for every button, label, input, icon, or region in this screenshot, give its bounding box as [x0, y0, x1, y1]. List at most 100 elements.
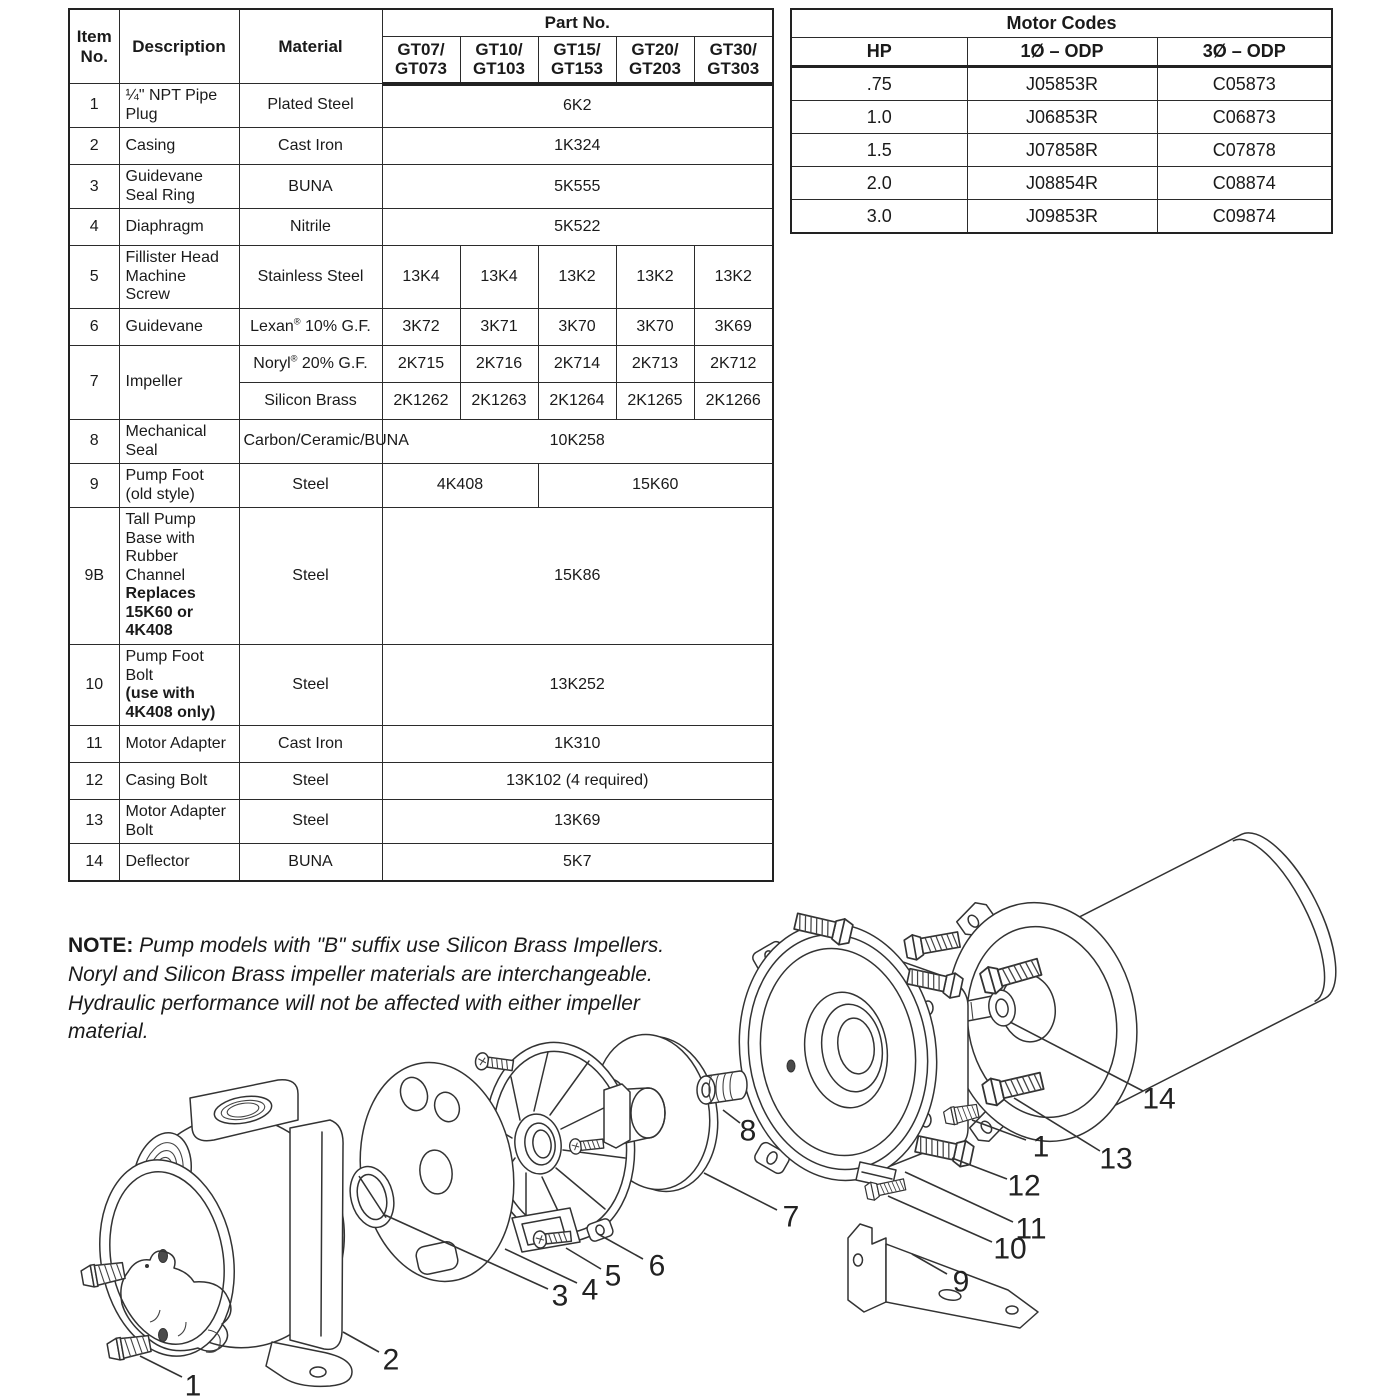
col-header-model: GT20/ GT203	[615, 35, 695, 86]
leader-line	[911, 1253, 948, 1275]
leader-line	[971, 1119, 1027, 1141]
note-paragraph: NOTE: Pump models with "B" suffix use Si…	[68, 932, 716, 1047]
part-no-cell: 2K716	[459, 344, 539, 383]
item-no-cell: 1	[68, 83, 120, 129]
part-no-cell: 15K60	[537, 463, 774, 509]
three-phase-code-cell: C05873	[1156, 66, 1333, 101]
callout-label: 2	[383, 1344, 400, 1377]
description-cell: Motor Adapter Bolt	[118, 799, 240, 845]
description-cell: ¼" NPT Pipe Plug	[118, 83, 240, 129]
material-cell: Cast Iron	[238, 127, 383, 166]
item-no-cell: 12	[68, 762, 120, 801]
guidevane	[484, 1041, 666, 1253]
item-no-cell: 9	[68, 463, 120, 509]
diaphragm	[359, 1061, 515, 1283]
item-no-cell: 13	[68, 799, 120, 845]
description-cell: Mechanical Seal	[118, 418, 240, 465]
material-cell: Steel	[238, 507, 383, 645]
part-no-cell: 13K2	[537, 245, 617, 309]
part-no-cell: 13K102 (4 required)	[381, 762, 774, 801]
item-no-cell: 6	[68, 307, 120, 346]
part-no-cell: 3K69	[693, 307, 774, 346]
leader-line	[597, 1233, 644, 1260]
item-no-cell: 3	[68, 164, 120, 210]
col-header-model: GT10/ GT103	[459, 35, 539, 86]
description-cell: Impeller	[118, 344, 240, 420]
hp-cell: 2.0	[790, 166, 968, 200]
material-cell: BUNA	[238, 843, 383, 882]
material-cell: Steel	[238, 463, 383, 509]
part-no-cell: 3K71	[459, 307, 539, 346]
note-text: Pump models with "B" suffix use Silicon …	[68, 934, 665, 1044]
leader-line	[722, 1109, 741, 1124]
part-no-cell: 2K714	[537, 344, 617, 383]
item-no-cell: 4	[68, 208, 120, 247]
part-no-cell: 2K1264	[537, 381, 617, 420]
pump-casing	[99, 1079, 353, 1388]
callout-label: 5	[605, 1260, 622, 1293]
part-no-cell: 13K2	[693, 245, 774, 309]
description-cell: Diaphragm	[118, 208, 240, 247]
motor-codes-title: Motor Codes	[790, 8, 1333, 38]
three-phase-code-cell: C08874	[1156, 166, 1333, 200]
material-cell: Stainless Steel	[238, 245, 383, 309]
part-no-cell: 2K1265	[615, 381, 695, 420]
hp-cell: .75	[790, 66, 968, 101]
material-cell: BUNA	[238, 164, 383, 210]
three-phase-code-cell: C09874	[1156, 199, 1333, 234]
callout-label: 4	[582, 1274, 599, 1307]
part-no-cell: 13K69	[381, 799, 774, 845]
part-no-cell: 5K7	[381, 843, 774, 882]
description-cell: Guidevane	[118, 307, 240, 346]
part-no-cell: 15K86	[381, 507, 774, 645]
leader-line	[565, 1247, 602, 1270]
three-phase-code-cell: C07878	[1156, 133, 1333, 167]
leader-line	[904, 1171, 1014, 1223]
callout-label: 6	[649, 1250, 666, 1283]
single-phase-code-cell: J09853R	[966, 199, 1158, 234]
three-phase-code-cell: C06873	[1156, 100, 1333, 134]
fillister-screw	[473, 1051, 515, 1075]
item-no-cell: 2	[68, 127, 120, 166]
callout-leader-lines	[139, 1021, 1144, 1378]
leader-line	[703, 1172, 778, 1211]
part-no-cell: 4K408	[381, 463, 539, 509]
col-header-model: GT07/ GT073	[381, 35, 461, 86]
leader-line	[951, 1157, 1008, 1180]
item-no-cell: 9B	[68, 507, 120, 645]
part-no-cell: 2K713	[615, 344, 695, 383]
material-cell: Steel	[238, 762, 383, 801]
part-no-cell: 3K70	[537, 307, 617, 346]
part-no-cell: 5K555	[381, 164, 774, 210]
leader-line	[1013, 1097, 1101, 1152]
part-no-cell: 13K252	[381, 643, 774, 727]
note-label: NOTE:	[68, 934, 134, 957]
callout-label: 11	[1015, 1213, 1046, 1246]
callout-label: 1	[185, 1370, 202, 1400]
leader-line	[887, 1195, 993, 1243]
material-cell: Lexan® 10% G.F.	[238, 307, 383, 346]
item-no-cell: 5	[68, 245, 120, 309]
part-no-cell: 3K72	[381, 307, 461, 346]
description-cell: Guidevane Seal Ring	[118, 164, 240, 210]
description-cell: Fillister Head Machine Screw	[118, 245, 240, 309]
leader-line	[139, 1355, 183, 1378]
part-no-cell: 2K715	[381, 344, 461, 383]
material-cell: Silicon Brass	[238, 381, 383, 420]
part-no-cell: 2K1266	[693, 381, 774, 420]
part-no-cell: 1K310	[381, 725, 774, 764]
